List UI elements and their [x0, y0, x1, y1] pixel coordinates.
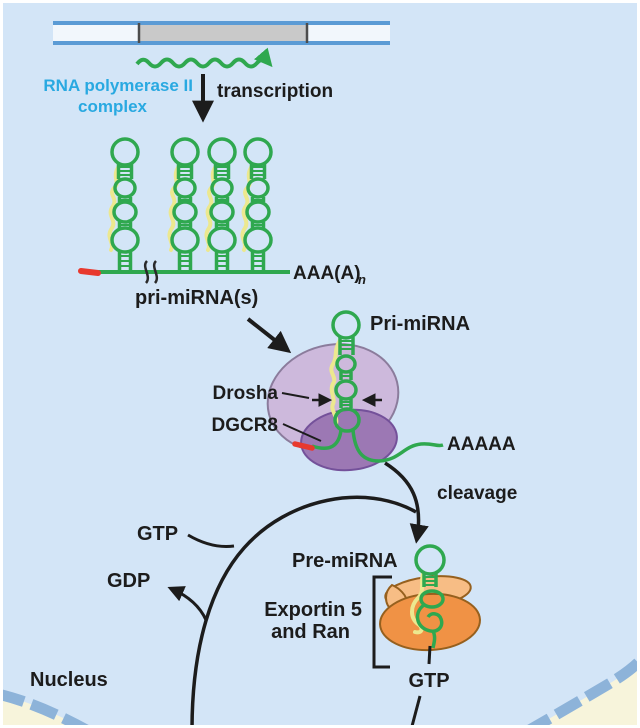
- three-prime-tail: [351, 429, 444, 463]
- exportin-bracket: [372, 575, 392, 669]
- label-aaaaa: AAAAA: [447, 434, 516, 455]
- gene-region: [139, 25, 307, 41]
- label-rna-polymerase-2: complex: [78, 97, 148, 116]
- dgcr8-pointer-line: [282, 423, 322, 442]
- label-and-ran: and Ran: [271, 621, 350, 643]
- bound-pre-mirna: [410, 544, 446, 649]
- dna-gene: [53, 21, 390, 45]
- five-prime-cap: [78, 268, 101, 276]
- gdp-out-arrow: [167, 586, 208, 621]
- label-polya-subscript: n: [358, 272, 366, 287]
- bound-pri-mirna: [292, 310, 444, 463]
- transcription-direction-arrow: [135, 47, 273, 69]
- label-dgcr8: DGCR8: [211, 415, 278, 436]
- five-prime-cap: [292, 441, 315, 451]
- five-prime-tail: [311, 429, 343, 451]
- envelope-dashes-right: [523, 652, 640, 728]
- ran-gtp-connector: [427, 645, 432, 665]
- label-polya-tail: AAA(A): [293, 263, 361, 284]
- pre-mirna-end: [431, 630, 437, 649]
- cytoplasm-corner-right: [532, 660, 640, 728]
- label-nucleus: Nucleus: [30, 669, 108, 691]
- label-cleavage: cleavage: [437, 483, 517, 504]
- break-mark: [143, 260, 150, 284]
- ran-cycle-arc: [190, 495, 417, 728]
- label-gtp: GTP: [137, 523, 178, 545]
- break-mark: [152, 260, 159, 284]
- gtp-in-connector: [187, 533, 235, 548]
- label-exportin5: Exportin 5: [264, 599, 362, 621]
- pri-mirna-transcript: [78, 137, 290, 284]
- label-ran-gtp: GTP: [408, 670, 449, 692]
- cleavage-arrow: [384, 461, 429, 544]
- label-pri-mirna: Pri-miRNA: [370, 313, 470, 335]
- ran-blob: [379, 592, 481, 652]
- label-pri-mirnas: pri-miRNA(s): [135, 287, 258, 309]
- label-gdp: GDP: [107, 570, 150, 592]
- drosha-pointer-line: [281, 392, 310, 399]
- label-drosha: Drosha: [213, 383, 279, 404]
- export-path-line: [409, 695, 422, 728]
- microprocessor-complex: [266, 310, 444, 472]
- label-rna-polymerase: RNA polymerase II: [43, 76, 193, 95]
- to-drosha-arrow: [246, 317, 292, 354]
- exportin-complex: [379, 544, 481, 652]
- label-pre-mirna: Pre-miRNA: [292, 550, 398, 572]
- label-transcription: transcription: [217, 81, 333, 102]
